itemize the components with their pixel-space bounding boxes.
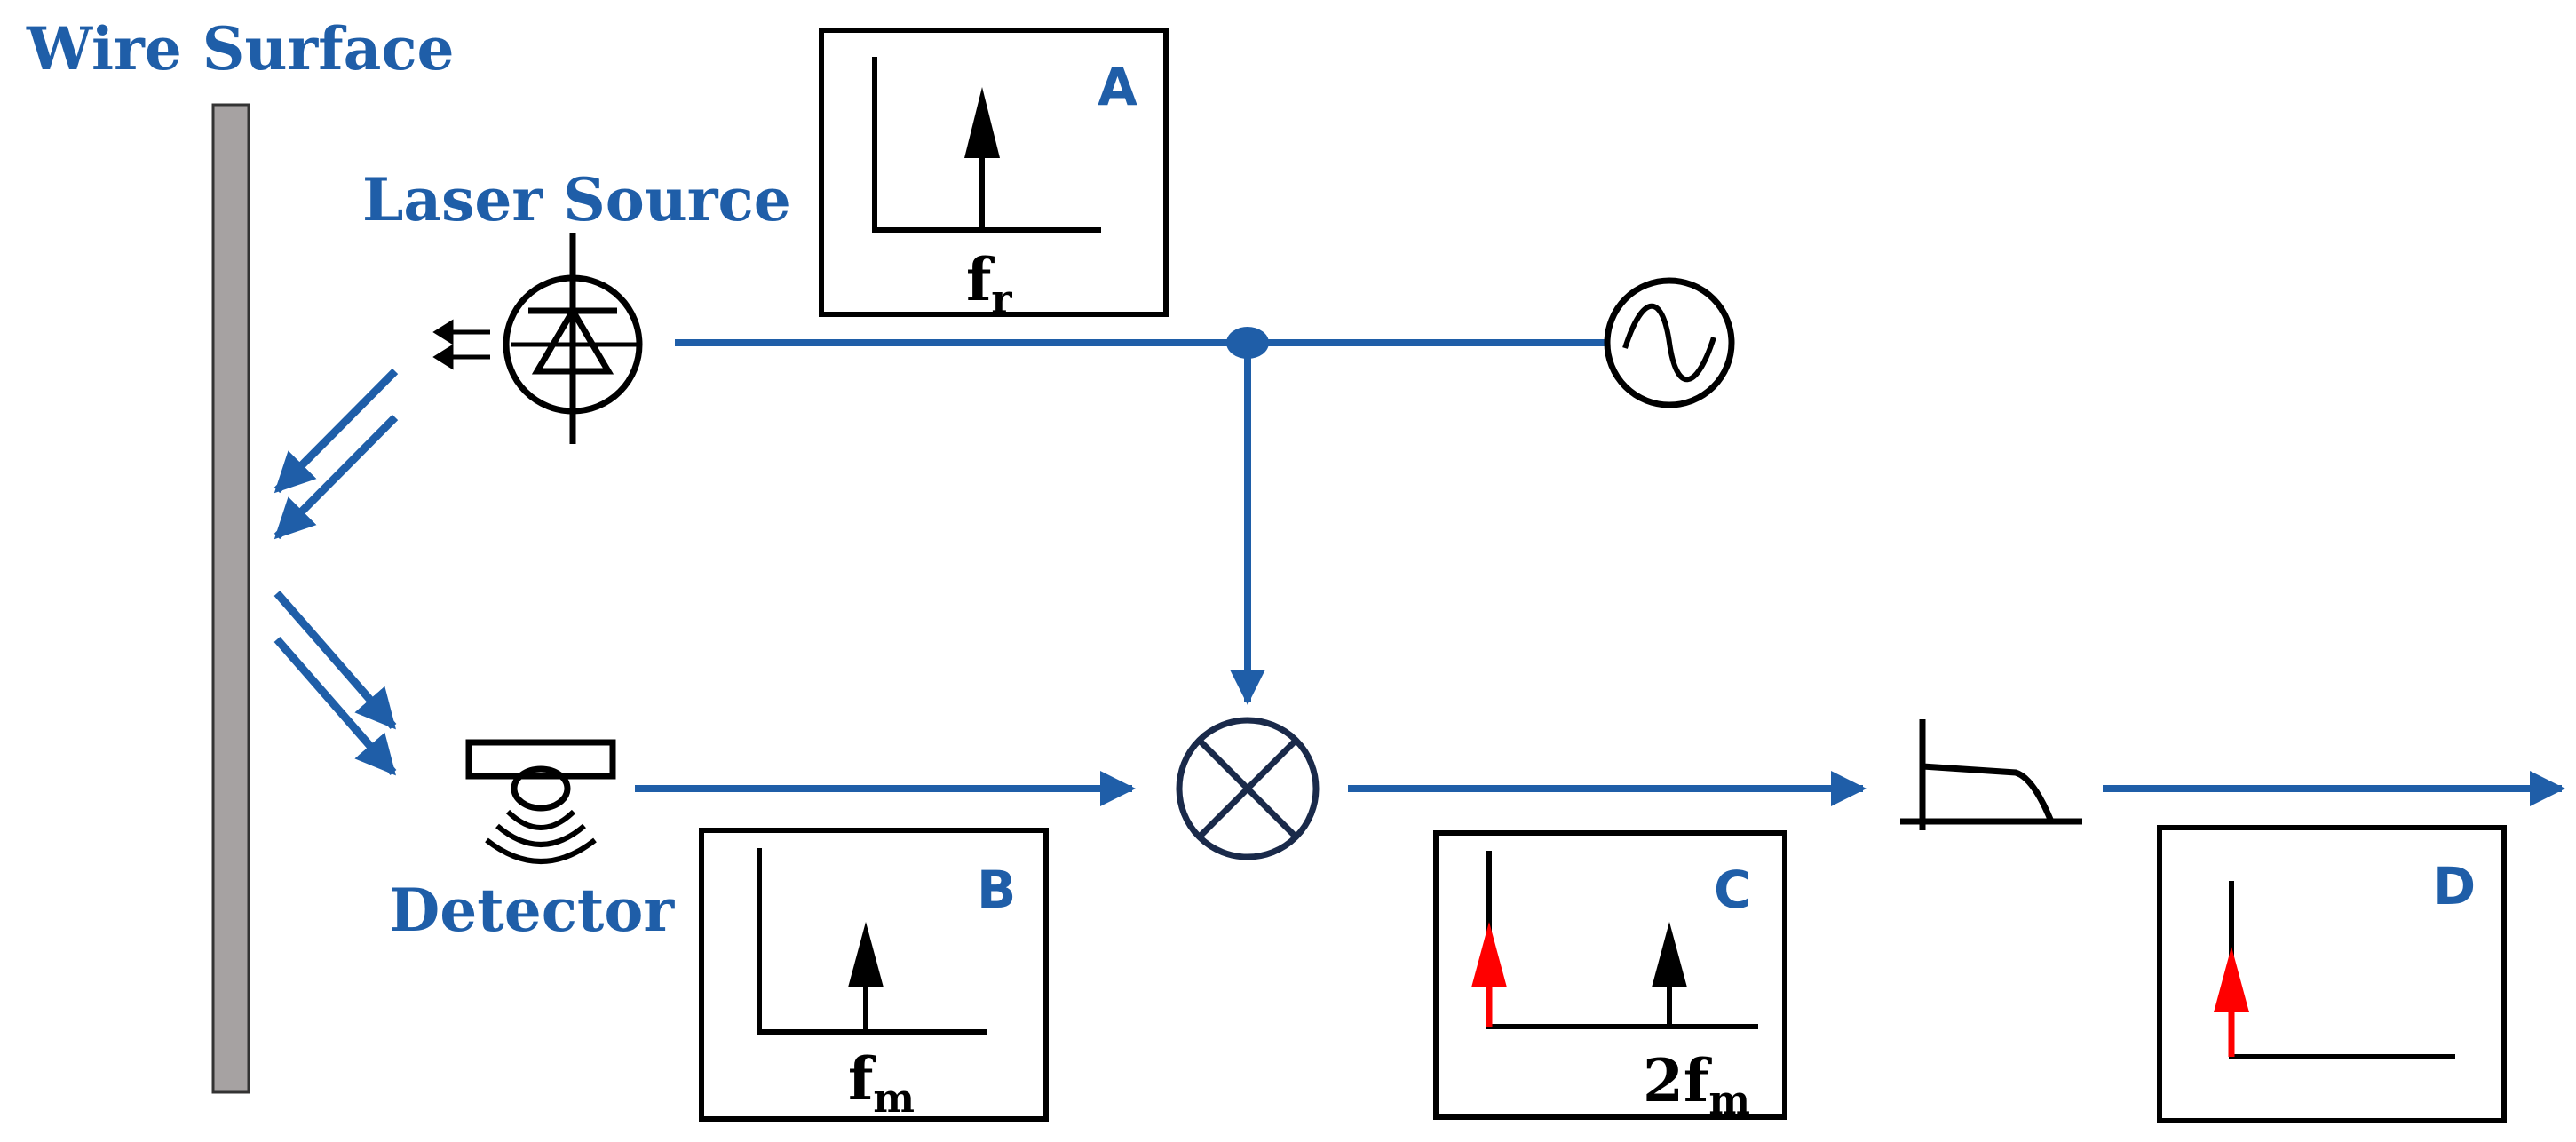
spectrum-panel-c: C 2fm <box>1433 830 1787 1123</box>
panel-b-freq-main: f <box>848 1044 876 1114</box>
panel-c-letter: C <box>1714 860 1752 920</box>
laser-diode-icon <box>503 233 643 444</box>
wire-surface-bar <box>211 103 250 1094</box>
panel-a-freq-sub: r <box>991 277 1012 322</box>
photodetector-icon <box>465 739 616 864</box>
spectrum-arrowhead-c <box>1652 922 1687 987</box>
spectrum-panel-d: D <box>2157 825 2507 1123</box>
sine-oscillator-icon <box>1604 277 1735 408</box>
wire-surface-label: Wire Surface <box>26 14 455 83</box>
low-pass-filter-icon <box>1900 719 2082 830</box>
modulation-line <box>675 339 1607 705</box>
dc-arrowhead-c <box>1471 922 1507 987</box>
detector-label: Detector <box>389 876 675 945</box>
spectrum-panel-a: A fr <box>819 28 1169 322</box>
panel-c-freq: 2fm <box>1643 1046 1750 1123</box>
panel-b-freq-sub: m <box>873 1076 915 1122</box>
panel-a-letter: A <box>1098 57 1137 117</box>
mixer-multiplier-icon <box>1176 717 1320 860</box>
emission-arrows-icon <box>432 319 490 370</box>
panel-c-freq-sub: m <box>1708 1078 1750 1123</box>
spectrum-panel-b: B fm <box>699 828 1049 1122</box>
panel-c-freq-main: 2f <box>1643 1046 1712 1115</box>
spectrum-arrowhead-b <box>848 922 884 987</box>
optical-beams <box>273 368 399 776</box>
panel-a-freq: fr <box>966 245 1012 322</box>
dc-arrowhead-d <box>2214 947 2249 1012</box>
panel-b-letter: B <box>977 860 1016 920</box>
spectrum-arrowhead-a <box>964 87 1000 158</box>
panel-b-freq: fm <box>848 1044 915 1122</box>
laser-source-label: Laser Source <box>362 165 791 234</box>
junction-node <box>1226 327 1269 359</box>
panel-a-freq-main: f <box>966 245 995 314</box>
panel-d-letter: D <box>2433 856 2476 916</box>
